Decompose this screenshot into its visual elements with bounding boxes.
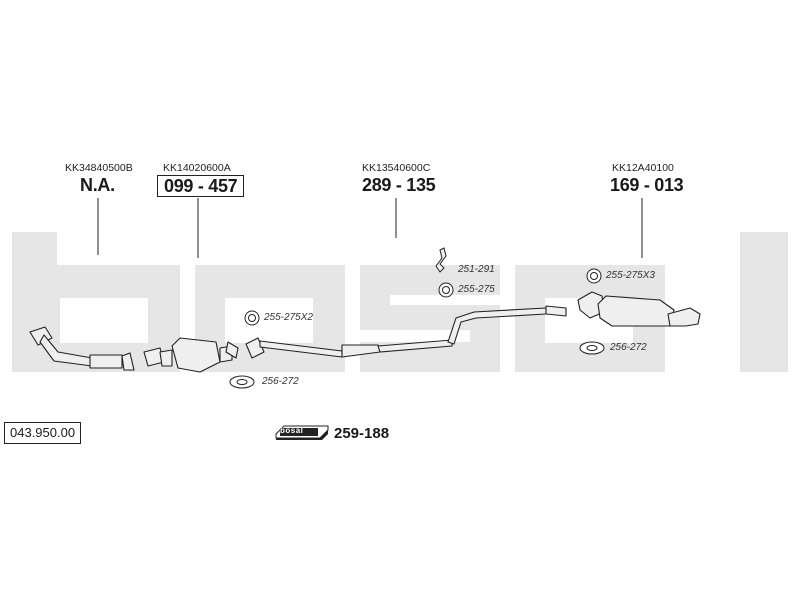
clamp-icon [244, 310, 260, 326]
part-code-1: KK34840500B [65, 162, 133, 174]
ref-gasket-1: 256-272 [262, 376, 299, 387]
gasket-icon [579, 341, 605, 355]
rear-silencer [577, 291, 701, 327]
ref-clamp-3: 255-275X3 [606, 270, 655, 281]
gasket-icon [229, 375, 255, 389]
part-code-3: KK13540600C [362, 162, 431, 174]
part-code-2: KK14020600A [163, 162, 231, 174]
ref-hanger: 251-291 [458, 264, 495, 275]
hanger-icon [435, 247, 447, 273]
clamp-icon [586, 268, 602, 284]
ref-gasket-2: 256-272 [610, 342, 647, 353]
catalog-number: 043.950.00 [4, 422, 82, 444]
clamp-icon [438, 282, 454, 298]
part-number-1: N.A. [80, 175, 115, 195]
part-number-2[interactable]: 099 - 457 [157, 175, 245, 197]
assembly-kit-number: 259-188 [334, 425, 390, 442]
catalytic-converter [143, 337, 239, 373]
front-pipe [29, 326, 135, 371]
part-code-4: KK12A40100 [612, 162, 674, 174]
assembly-kit-brand: bosal [280, 426, 304, 435]
part-number-4: 169 - 013 [610, 175, 684, 195]
part-number-3: 289 - 135 [362, 175, 436, 195]
bosal-logo-icon [275, 425, 329, 440]
ref-clamp-2: 255-275 [458, 284, 495, 295]
ref-clamp-1: 255-275X2 [264, 312, 313, 323]
centre-pipe [245, 305, 567, 359]
